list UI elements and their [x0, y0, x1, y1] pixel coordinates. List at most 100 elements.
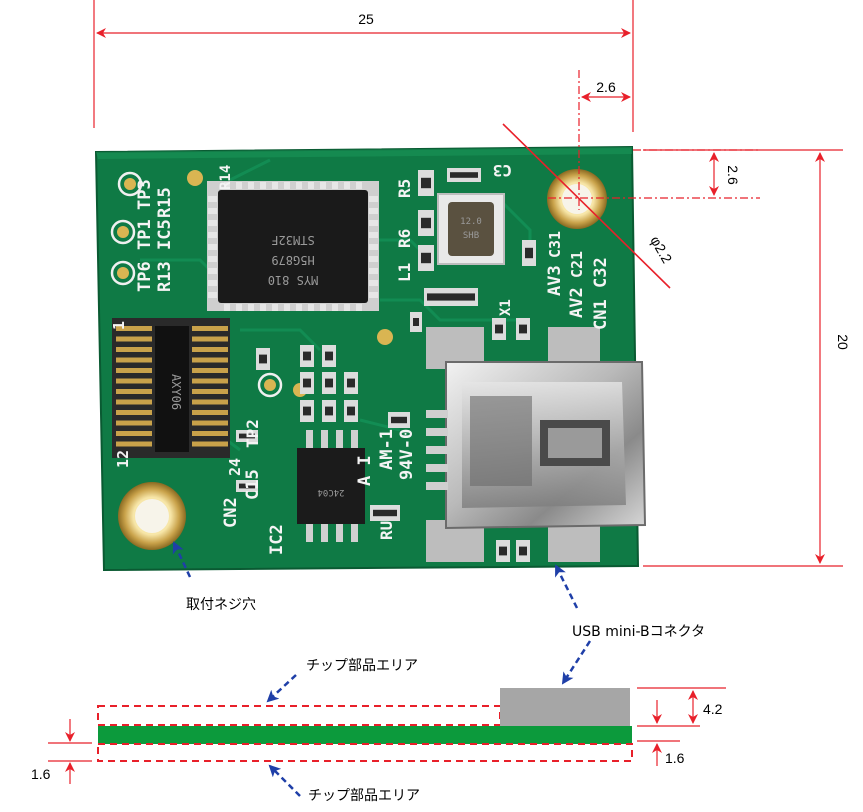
height-dimension: 20	[835, 334, 851, 350]
svg-text:12.0: 12.0	[460, 217, 482, 227]
smd-body	[373, 509, 397, 517]
usb-pin	[426, 482, 448, 490]
cn2-pin	[116, 368, 152, 373]
ic5-pin	[308, 304, 314, 311]
cn2-pin	[192, 441, 228, 447]
pcb-side-profile	[98, 726, 632, 744]
silk-pin24: 24	[226, 458, 244, 476]
hole-offset-y-dimension: 2.6	[725, 165, 741, 185]
silk-ai: A I	[355, 455, 375, 486]
silk-r14: R14	[218, 165, 234, 190]
silk-r6: R6	[395, 229, 414, 248]
mount-hole-left	[118, 482, 186, 550]
cn2-socket	[155, 326, 189, 452]
silk-ic5: IC5	[155, 219, 175, 250]
smd-body	[325, 406, 333, 416]
test-point-pad	[264, 379, 276, 391]
ic5-pin	[369, 208, 378, 214]
smd-body	[499, 546, 507, 556]
ic5-pin	[208, 292, 217, 298]
ic5-pin	[369, 196, 378, 202]
ic5-body	[218, 190, 368, 303]
smd-body	[421, 252, 431, 264]
ic5-pin	[208, 220, 217, 226]
silk-c3: C3	[493, 161, 512, 180]
silk-94v0: 94V-0	[397, 429, 417, 480]
smd-body	[303, 406, 311, 416]
ic5-pin	[332, 182, 338, 189]
cn2-pin	[116, 431, 152, 436]
cn2-pin	[116, 336, 152, 342]
pcb-board: STM32F H5G879 MYS 810 AXY06 24C04 12.0 S…	[94, 145, 647, 572]
silk-av2: AV2	[567, 287, 587, 318]
ic5-pin	[208, 256, 217, 262]
mount-hole-right	[547, 169, 607, 229]
silk-cn2: CN2	[221, 497, 241, 528]
chip-area-bottom-zone	[97, 743, 633, 762]
usb-mini-b-connector	[426, 327, 647, 562]
ic5-pin	[260, 304, 266, 311]
side-dimension-lines	[48, 687, 726, 784]
mount-hole-callout-arrow	[172, 541, 192, 578]
cn2-pin	[192, 389, 228, 394]
smd-body	[347, 378, 355, 388]
silk-pin1: 1	[110, 321, 128, 330]
ic2-pin	[306, 430, 313, 450]
svg-text:STM32F: STM32F	[271, 233, 314, 247]
test-point-pad	[124, 178, 136, 190]
smd-body	[421, 217, 431, 229]
side-dimension-labels: 1.6 4.2 1.6	[31, 701, 723, 782]
usb-pin	[426, 464, 448, 472]
silk-c32: C32	[591, 257, 611, 288]
usb-contact	[548, 428, 602, 458]
dimension-lines	[93, 0, 843, 567]
cn2-pin	[116, 389, 152, 394]
smd-components	[236, 168, 536, 562]
ic5-pin	[236, 182, 242, 189]
usb-pin	[426, 410, 448, 418]
cn2-pin	[192, 357, 228, 363]
usb-opening	[470, 396, 532, 486]
ic2-pin	[306, 522, 313, 542]
smd-body	[525, 247, 533, 259]
ic5-pin	[332, 304, 338, 311]
svg-text:H5G879: H5G879	[271, 253, 314, 267]
silk-c31: C31	[546, 231, 564, 258]
test-point-tp2	[257, 372, 283, 398]
ic2-pin	[336, 522, 343, 542]
silk-av3: AV3	[545, 265, 565, 296]
cn2-pin	[116, 357, 152, 363]
ic2-pin	[351, 430, 358, 450]
connector-height-dimension: 4.2	[703, 701, 723, 717]
smd-body	[325, 378, 333, 388]
smd-body	[391, 416, 407, 424]
mount-hole-label: 取付ネジ穴	[186, 597, 256, 613]
callout-labels: 取付ネジ穴 USB mini-Bコネクタ チップ部品エリア チップ部品エリア	[186, 597, 705, 804]
silk-c15: C15	[243, 469, 263, 500]
cn2-pin	[192, 336, 228, 342]
ic5-pin	[369, 268, 378, 274]
hole-diameter-dimension: φ2.2	[647, 233, 675, 266]
cn2-pin	[192, 410, 228, 415]
ic2-body	[297, 448, 365, 524]
pcb-thickness-left-dimension: 1.6	[31, 766, 51, 782]
usb-callout-arrow-top	[554, 564, 579, 609]
silk-tp1: TP1	[135, 219, 155, 250]
cn2-pin	[192, 347, 228, 352]
ic5-pin	[260, 182, 266, 189]
svg-text:SHB: SHB	[463, 231, 479, 241]
usb-pin	[426, 446, 448, 454]
ic5-pin	[369, 256, 378, 262]
silk-ul: RU	[377, 521, 396, 540]
ic5-pin	[320, 182, 326, 189]
ic5-qfn-chip: STM32F H5G879 MYS 810	[207, 181, 379, 311]
ic5-pin	[236, 304, 242, 311]
ic5-pin	[208, 232, 217, 238]
silk-ic2: IC2	[267, 524, 287, 555]
mount-hole-bore	[562, 184, 592, 214]
ic5-pin	[208, 280, 217, 286]
connector-side-profile	[500, 688, 630, 726]
ic5-pin	[344, 304, 350, 311]
test-point-pad	[117, 226, 129, 238]
silkscreen: TP3 TP1 TP6 R15 IC5 R13 R14 R5 R6 L1 C3 …	[110, 161, 611, 555]
